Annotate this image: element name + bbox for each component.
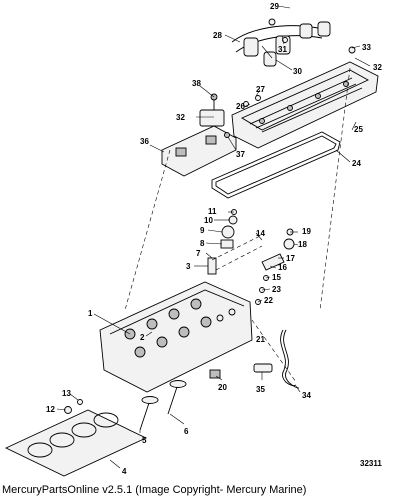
callout-2: 2: [140, 333, 145, 342]
callout-23: 23: [272, 285, 281, 294]
callout-19: 19: [302, 227, 311, 236]
valve-cover-gasket: [211, 131, 341, 199]
callout-10: 10: [204, 216, 213, 225]
callout-30: 30: [293, 67, 302, 76]
valve-cover: [231, 61, 379, 149]
callout-24: 24: [352, 159, 361, 168]
callout-8: 8: [200, 239, 205, 248]
assembly-guides: [124, 67, 351, 383]
callout-9: 9: [200, 226, 205, 235]
callout-18: 18: [298, 240, 307, 249]
leader-lines: [56, 5, 371, 469]
callout-5: 5: [142, 436, 147, 445]
valves: [139, 380, 187, 431]
callout-20: 20: [218, 383, 227, 392]
callout-31: 31: [278, 45, 287, 54]
callout-28: 28: [213, 31, 222, 40]
callout-12: 12: [46, 405, 55, 414]
callout-3: 3: [186, 262, 191, 271]
callout-22: 22: [264, 296, 273, 305]
cylinder-head: [99, 281, 253, 393]
callout-26: 26: [236, 102, 245, 111]
callout-37: 37: [236, 150, 245, 159]
callout-33: 33: [362, 43, 371, 52]
callout-11: 11: [208, 207, 217, 216]
callout-32-right: 32: [373, 63, 382, 72]
head-gasket: [4, 409, 148, 477]
callout-34: 34: [302, 391, 311, 400]
callout-16: 16: [278, 263, 287, 272]
fuel-rail-assembly: [231, 18, 331, 67]
ignition-coil: [199, 93, 230, 138]
callout-35: 35: [256, 385, 265, 394]
callout-36: 36: [140, 137, 149, 146]
callout-29: 29: [270, 2, 279, 11]
callout-1: 1: [88, 309, 93, 318]
diagram-id: 32311: [360, 459, 382, 468]
copyright-footer: MercuryPartsOnline v2.5.1 (Image Copyrig…: [2, 484, 307, 496]
callout-labels: 29 28 31 30 33 32 27 26 25 24 38 32 37 3…: [46, 2, 382, 476]
callout-6: 6: [184, 427, 189, 436]
callout-14: 14: [256, 229, 265, 238]
callout-15: 15: [272, 273, 281, 282]
callout-32-left: 32: [176, 113, 185, 122]
small-hardware: [64, 46, 356, 414]
callout-25: 25: [354, 125, 363, 134]
callout-13: 13: [62, 389, 71, 398]
callout-21: 21: [256, 335, 265, 344]
callout-7: 7: [196, 249, 201, 258]
callout-38: 38: [192, 79, 201, 88]
callout-4: 4: [122, 467, 127, 476]
spark-plug-wire: [253, 329, 300, 389]
callout-17: 17: [286, 254, 295, 263]
callout-27: 27: [256, 85, 265, 94]
